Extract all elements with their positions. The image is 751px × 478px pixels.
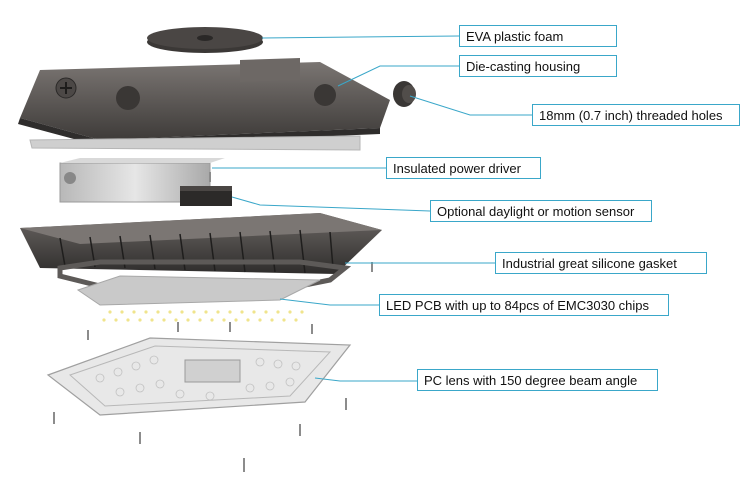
leader-line-eva bbox=[261, 35, 460, 39]
callout-sensor: Optional daylight or motion sensor bbox=[430, 200, 652, 222]
silicone-gasket bbox=[57, 259, 352, 289]
leader-line-housing bbox=[337, 65, 459, 87]
housing-gasket bbox=[29, 135, 361, 151]
leader-line-sensor bbox=[231, 196, 431, 212]
screws bbox=[53, 172, 373, 472]
callout-led-pcb: LED PCB with up to 84pcs of EMC3030 chip… bbox=[379, 294, 669, 316]
callout-die-casting-housing: Die-casting housing bbox=[459, 55, 617, 77]
leader-lines bbox=[212, 35, 532, 382]
threaded-plug bbox=[393, 81, 416, 107]
callout-threaded-holes: 18mm (0.7 inch) threaded holes bbox=[532, 104, 740, 126]
leader-line-threaded-holes bbox=[409, 95, 532, 116]
heat-sink-housing bbox=[20, 213, 382, 274]
callout-eva-plastic-foam: EVA plastic foam bbox=[459, 25, 617, 47]
pc-lens bbox=[46, 337, 352, 416]
callout-silicone-gasket: Industrial great silicone gasket bbox=[495, 252, 707, 274]
leader-line-pcb bbox=[279, 298, 379, 306]
callout-power-driver: Insulated power driver bbox=[386, 157, 541, 179]
led-chips bbox=[102, 310, 304, 322]
eva-foam-disc bbox=[147, 27, 263, 53]
sensor-module bbox=[180, 186, 232, 206]
leader-line-lens bbox=[314, 377, 417, 382]
led-pcb bbox=[76, 275, 321, 306]
callout-pc-lens: PC lens with 150 degree beam angle bbox=[417, 369, 658, 391]
die-casting-housing bbox=[18, 58, 390, 146]
